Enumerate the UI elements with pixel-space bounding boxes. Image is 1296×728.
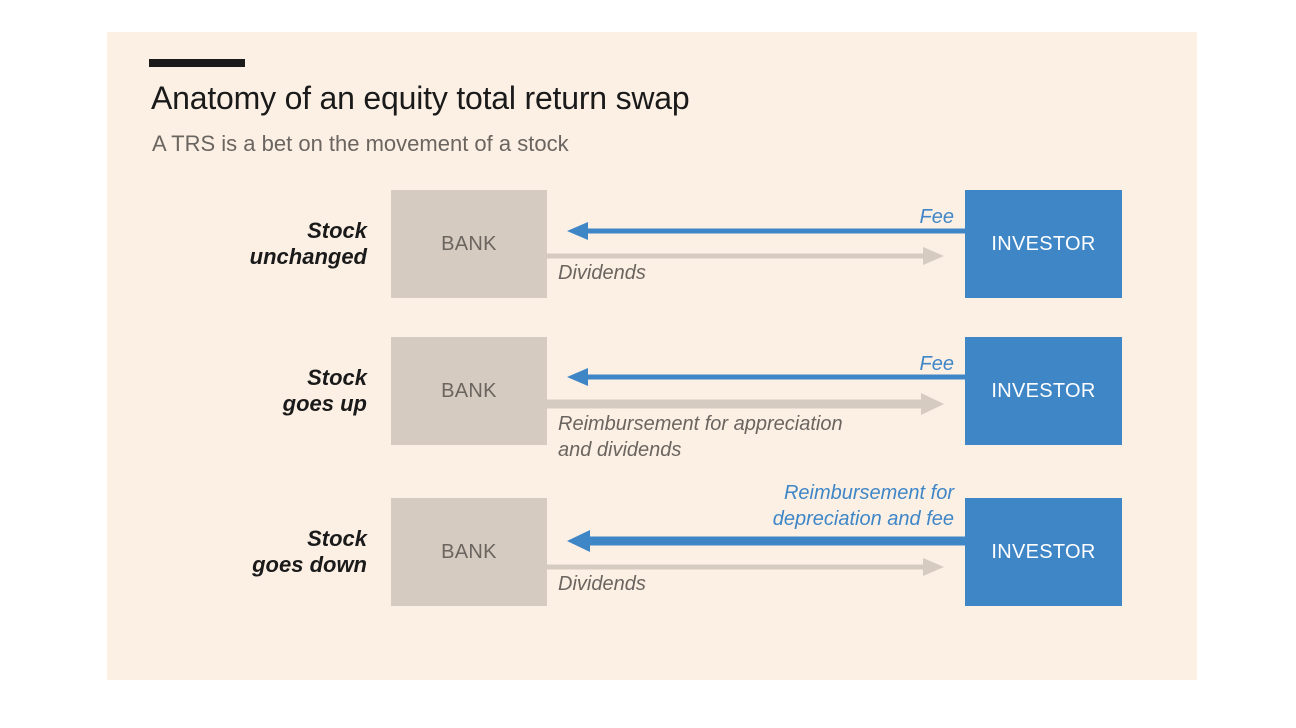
to-bank-label-line1: Fee [919, 206, 954, 228]
arrowhead-fee-to-bank-row1 [567, 222, 588, 240]
to-investor-label-line2: and dividends [558, 439, 682, 461]
arrowhead-reimbursement-to-bank-row3 [567, 530, 590, 552]
dividends-label-row1: Dividends [558, 260, 646, 286]
arrowhead-dividends-to-investor-row1 [923, 247, 944, 265]
fee-label-row1: Fee [920, 204, 954, 230]
bank-box-row2: BANK [391, 337, 547, 445]
arrowhead-dividends-to-investor-row3 [923, 558, 944, 576]
to-investor-label-line1: Dividends [558, 573, 646, 595]
row-label-line2: goes down [252, 552, 367, 577]
row-label-line1: Stock [307, 218, 367, 243]
bank-box-row1: BANK [391, 190, 547, 298]
fee-label-row2: Fee [920, 351, 954, 377]
to-investor-label-line1: Dividends [558, 262, 646, 284]
diagram-title: Anatomy of an equity total return swap [151, 80, 690, 116]
arrowhead-reimbursement-to-investor-row2 [921, 393, 944, 415]
reimbursement-label-row2: Reimbursement for appreciation and divid… [558, 411, 843, 463]
row-label-line2: goes up [282, 391, 367, 416]
to-bank-label-line1: Fee [919, 353, 954, 375]
row-label-goes-up: Stock goes up [283, 365, 367, 417]
to-bank-label-line2: depreciation and fee [772, 508, 954, 530]
investor-box-row2: INVESTOR [965, 337, 1122, 445]
investor-box-row1: INVESTOR [965, 190, 1122, 298]
to-investor-label-line1: Reimbursement for appreciation [558, 413, 843, 435]
title-accent-bar [149, 59, 245, 67]
reimbursement-label-row3: Reimbursement for depreciation and fee [773, 480, 954, 532]
diagram-subtitle: A TRS is a bet on the movement of a stoc… [152, 131, 569, 156]
bank-box-row3: BANK [391, 498, 547, 606]
row-label-line1: Stock [307, 365, 367, 390]
row-label-line1: Stock [307, 526, 367, 551]
row-label-line2: unchanged [249, 244, 367, 269]
row-label-goes-down: Stock goes down [252, 526, 367, 578]
to-bank-label-line1: Reimbursement for [783, 482, 954, 504]
row-label-unchanged: Stock unchanged [250, 218, 367, 270]
arrowhead-fee-to-bank-row2 [567, 368, 588, 386]
investor-box-row3: INVESTOR [965, 498, 1122, 606]
dividends-label-row3: Dividends [558, 571, 646, 597]
